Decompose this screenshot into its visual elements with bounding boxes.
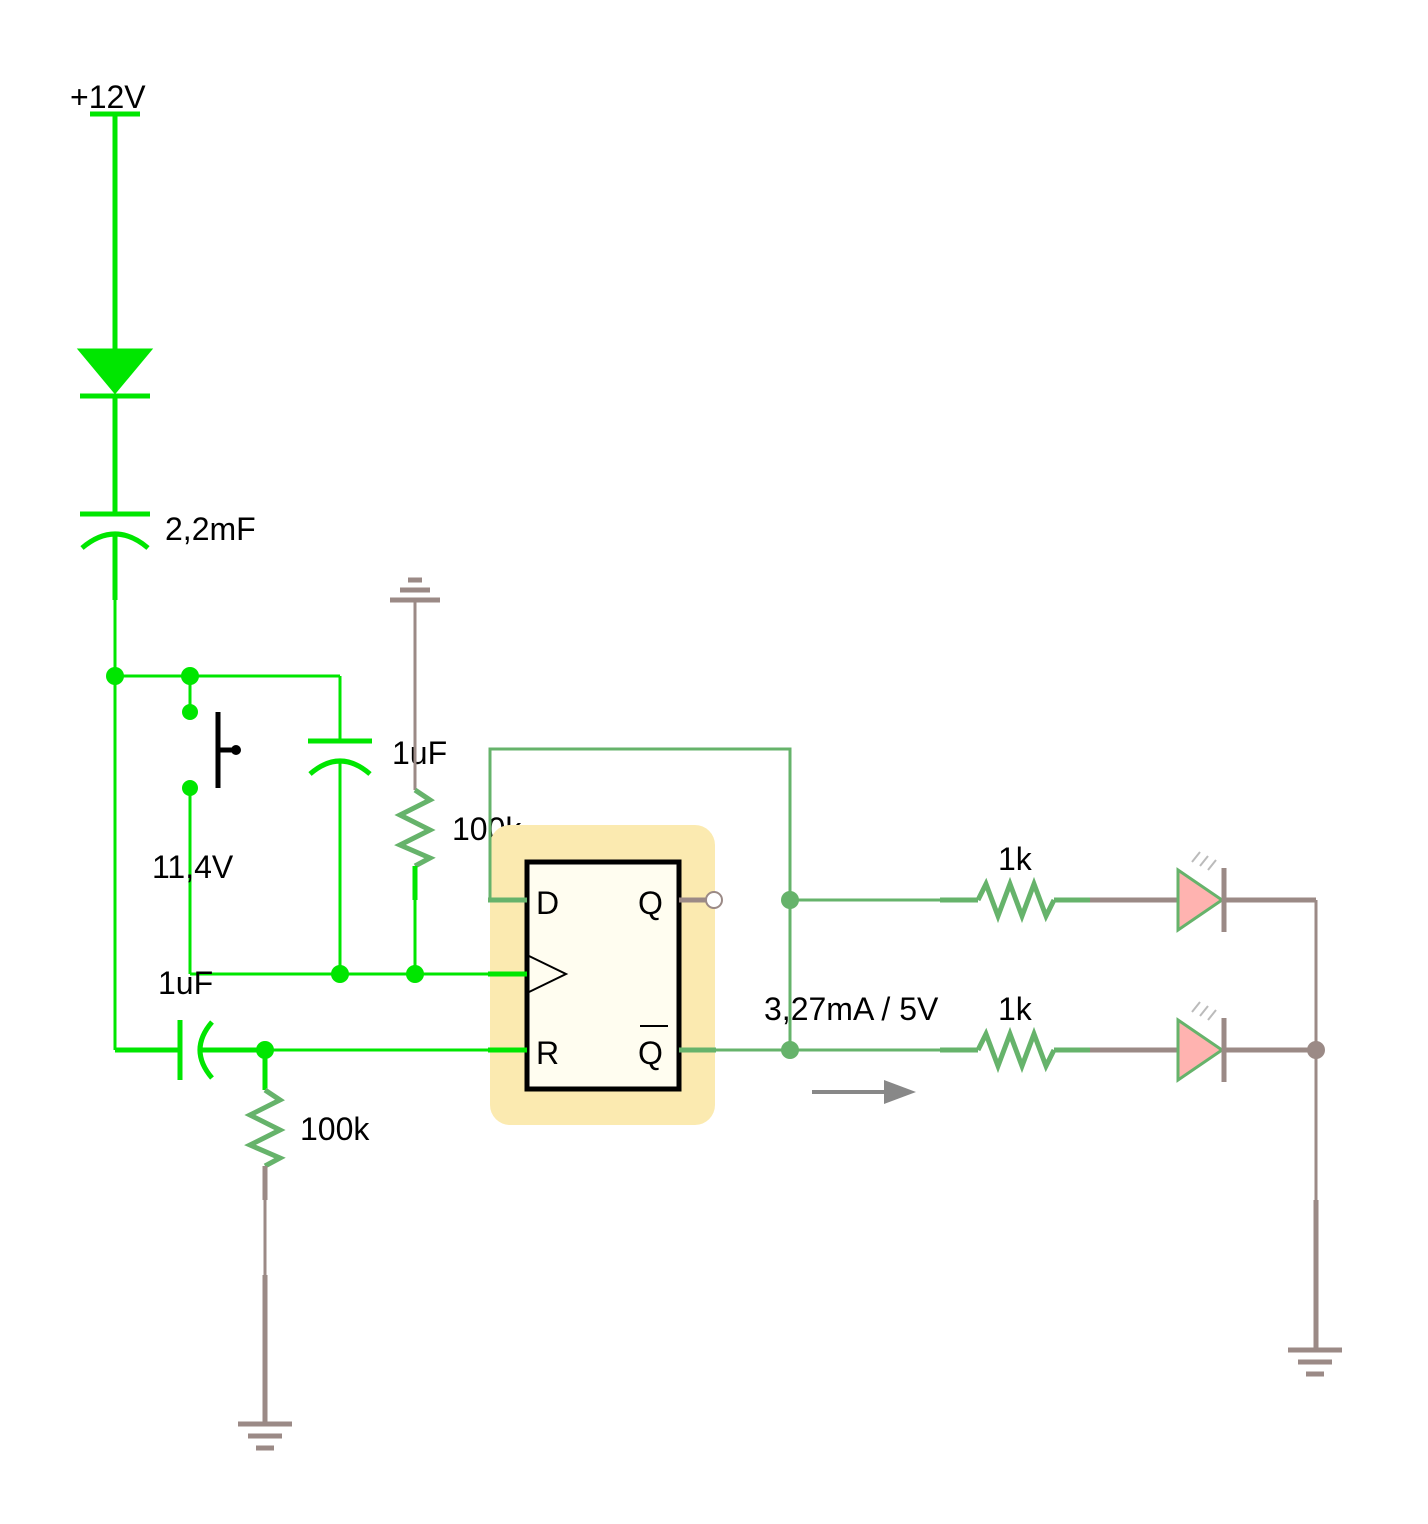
pin-q-open-terminal[interactable] <box>705 891 723 909</box>
junction-node <box>406 965 424 983</box>
capacitor-top[interactable] <box>308 676 372 974</box>
current-readout-label: 3,27mA / 5V <box>764 991 939 1027</box>
supply-terminal[interactable] <box>90 111 140 352</box>
junction-node <box>1307 1041 1325 1059</box>
pin-qbar-label: Q <box>638 1035 663 1071</box>
led-2[interactable] <box>1176 1001 1316 1083</box>
current-direction-arrow-icon <box>812 1080 916 1104</box>
resistor-led2[interactable] <box>940 1026 1178 1074</box>
resistor-led1-label: 1k <box>998 841 1033 877</box>
node-voltage-label: 11,4V <box>152 849 234 885</box>
ground-symbol-right <box>1288 1347 1342 1377</box>
junction-node <box>331 965 349 983</box>
capacitor-main[interactable] <box>80 511 150 600</box>
push-button[interactable] <box>182 676 241 974</box>
led-1[interactable] <box>1176 851 1316 933</box>
capacitor-main-label: 2,2mF <box>165 511 256 547</box>
resistor-bottom-label: 100k <box>300 1111 370 1147</box>
capacitor-reset-label: 1uF <box>158 965 213 1001</box>
pin-d-label: D <box>536 885 559 921</box>
resistor-top[interactable] <box>394 600 436 974</box>
junction-node <box>781 891 799 909</box>
junction-node <box>106 667 124 685</box>
junction-node <box>781 1041 799 1059</box>
pin-q-label: Q <box>638 885 663 921</box>
pin-r-label: R <box>536 1035 559 1071</box>
ground-symbol-top <box>390 577 440 603</box>
diode[interactable] <box>76 348 154 512</box>
resistor-led2-label: 1k <box>998 991 1033 1027</box>
ground-symbol-bottom-left <box>238 1421 292 1451</box>
supply-label: +12V <box>70 79 146 115</box>
capacitor-top-label: 1uF <box>392 735 447 771</box>
d-flipflop[interactable] <box>524 859 682 1092</box>
resistor-led1[interactable] <box>940 876 1178 924</box>
capacitor-reset[interactable] <box>115 1020 265 1080</box>
resistor-bottom[interactable] <box>244 1050 286 1424</box>
